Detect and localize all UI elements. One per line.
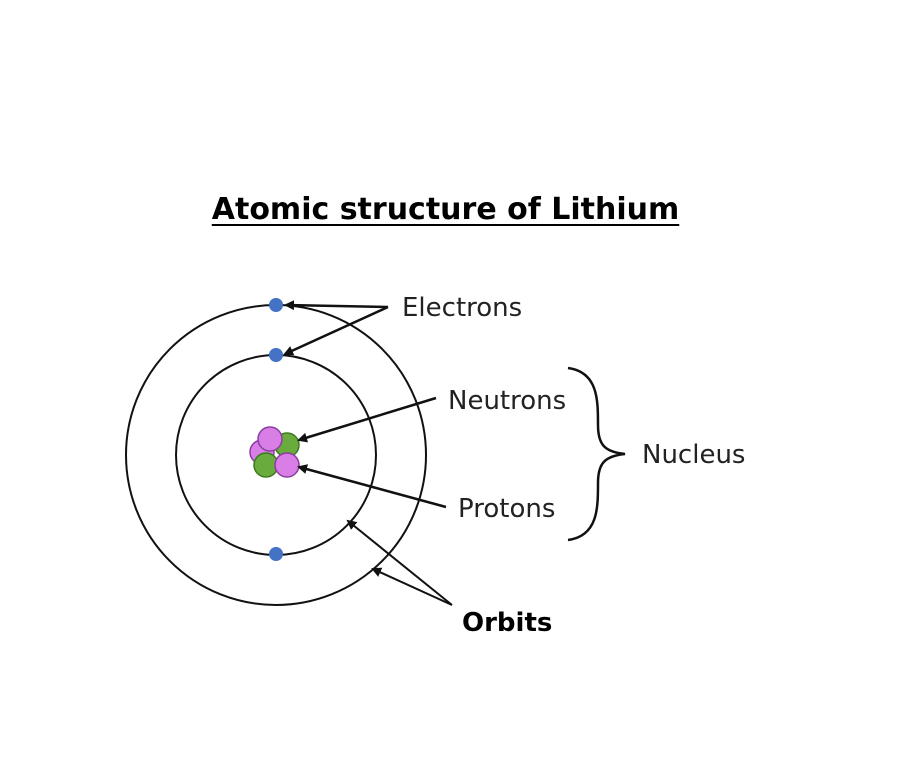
proton-arrow: [297, 464, 447, 509]
electron-inner-bottom: [269, 547, 283, 561]
electron-outer: [269, 298, 283, 312]
electron-arrow-outer: [284, 300, 389, 311]
neutrons-label: Neutrons: [448, 386, 566, 416]
nucleus-brace: [567, 366, 626, 542]
orbits-label: Orbits: [462, 608, 552, 638]
proton: [274, 452, 300, 478]
nucleus-label: Nucleus: [642, 440, 745, 470]
electrons-label: Electrons: [402, 293, 522, 323]
diagram-title: Atomic structure of Lithium: [211, 192, 680, 227]
orbit-arrow-inner: [346, 519, 453, 606]
inner-orbit: [175, 354, 377, 556]
electron-inner-top: [269, 348, 283, 362]
neutron-arrow: [297, 396, 437, 443]
proton: [257, 426, 283, 452]
electron-arrow-inner: [283, 305, 389, 356]
protons-label: Protons: [458, 494, 555, 524]
nucleus-cluster: [249, 426, 300, 478]
orbit-arrow-outer: [371, 567, 453, 606]
